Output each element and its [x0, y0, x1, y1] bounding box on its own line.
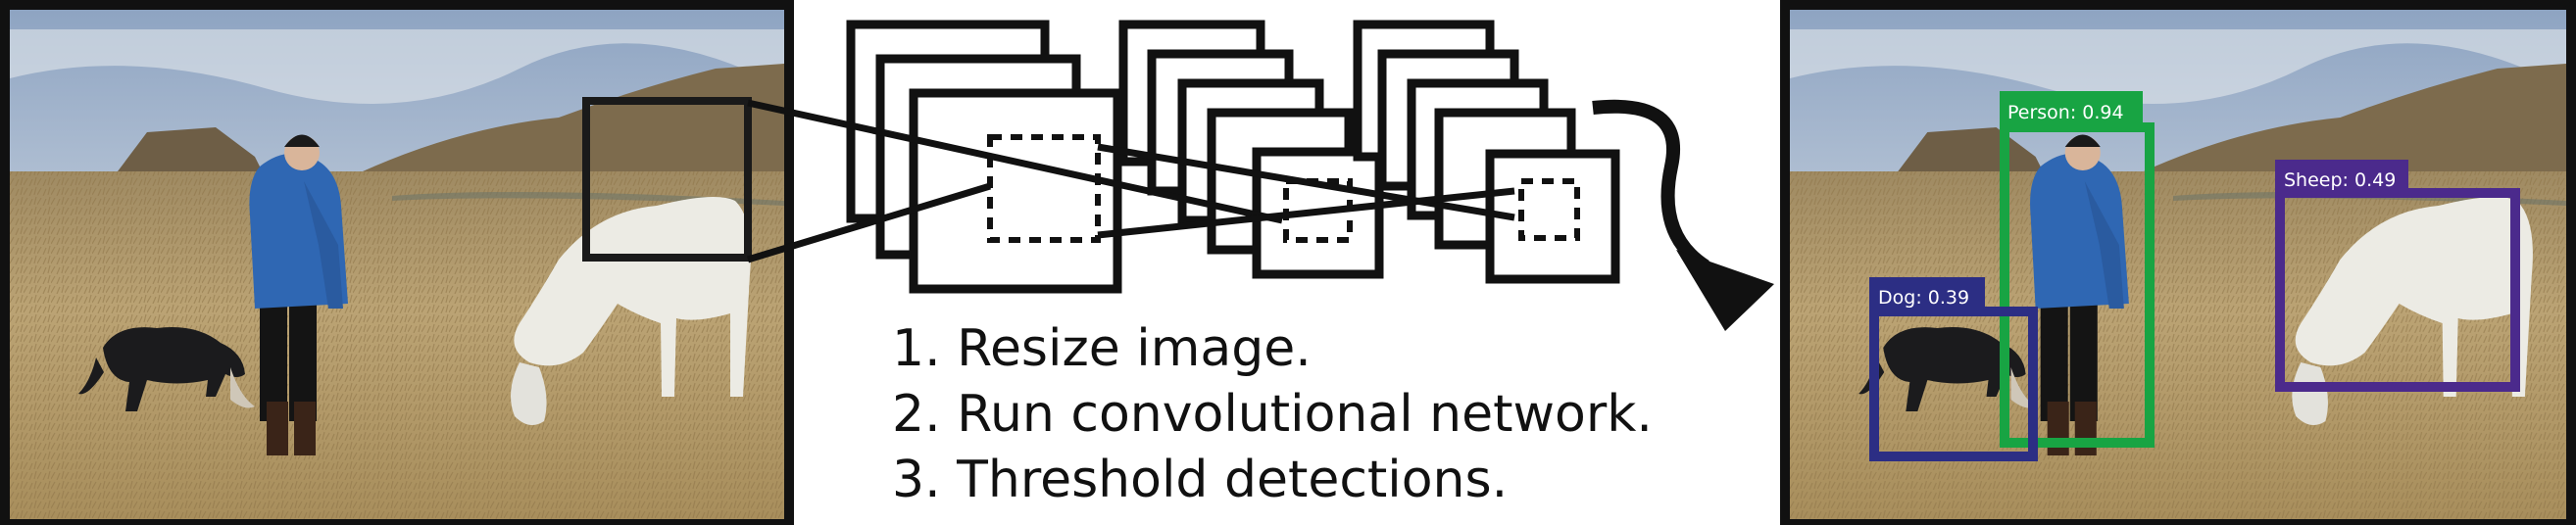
- step-1: 1. Resize image.: [892, 319, 1312, 378]
- cnn-layer-stack: [846, 20, 1620, 294]
- step-2: 2. Run convolutional network.: [892, 385, 1653, 444]
- output-photo: Person: 0.94 Sheep: 0.49 Dog: 0.39: [1780, 0, 2576, 525]
- label-person: Person: 0.94: [2007, 102, 2124, 123]
- crop-region-box: [582, 97, 752, 262]
- label-sheep: Sheep: 0.49: [2284, 169, 2396, 191]
- label-dog: Dog: 0.39: [1878, 287, 1969, 309]
- input-photo: [0, 0, 794, 525]
- detection-box-dog: Dog: 0.39: [1869, 277, 2038, 461]
- detection-box-person: Person: 0.94: [2000, 91, 2155, 448]
- output-arrow: [1592, 99, 1774, 331]
- detection-box-sheep: Sheep: 0.49: [2275, 160, 2520, 392]
- projection-lines: [746, 99, 1515, 263]
- step-3: 3. Threshold detections.: [892, 451, 1508, 509]
